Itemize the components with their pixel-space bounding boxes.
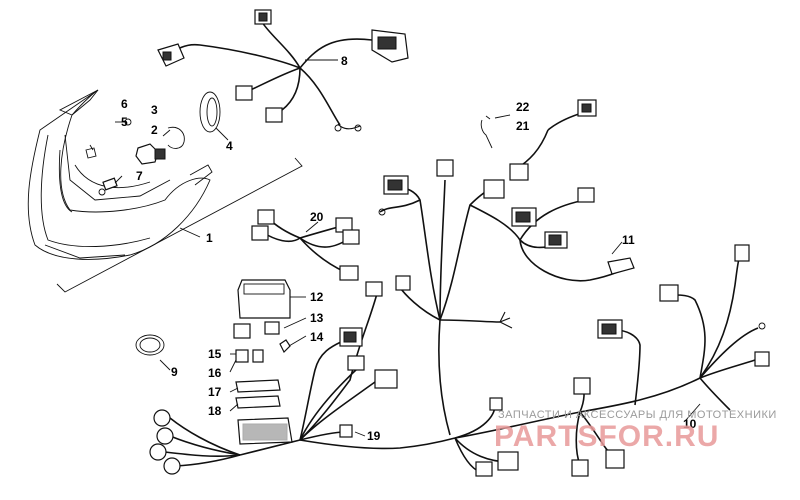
callout-1: 1 — [206, 231, 213, 245]
callout-6: 6 — [121, 97, 128, 111]
callout-17: 17 — [208, 385, 222, 399]
callout-20: 20 — [310, 210, 324, 224]
callout-22: 22 — [516, 100, 530, 114]
callout-16: 16 — [208, 366, 222, 380]
callout-13: 13 — [310, 311, 324, 325]
callout-12: 12 — [310, 290, 324, 304]
connector-21-22-group — [480, 99, 597, 181]
lower-left-harness — [149, 281, 456, 475]
callout-14: 14 — [310, 330, 324, 344]
callout-3: 3 — [151, 103, 158, 117]
callout-4: 4 — [226, 139, 233, 153]
callout-18: 18 — [208, 404, 222, 418]
callout-8: 8 — [341, 54, 348, 68]
callout-5: 5 — [121, 115, 128, 129]
watermark-caption: ЗАПЧАСТИ И АКСЕССУАРЫ ДЛЯ МОТОТЕХНИКИ — [498, 409, 777, 421]
headlight-harness — [157, 9, 409, 132]
callout-19: 19 — [367, 429, 381, 443]
headlight-assembly — [27, 89, 303, 293]
callout-10: 10 — [683, 417, 697, 431]
harness-10 — [454, 244, 770, 477]
watermark-brand: PARTSFOR.RU — [494, 420, 719, 453]
callout-labels: 1 2 3 4 5 6 7 8 9 10 11 12 13 14 15 16 1… — [121, 54, 697, 443]
callout-15: 15 — [208, 347, 222, 361]
harness-20 — [251, 209, 360, 281]
main-harness — [378, 159, 635, 436]
callout-11: 11 — [622, 233, 635, 247]
callout-2: 2 — [151, 123, 158, 137]
callout-9: 9 — [171, 365, 178, 379]
callout-21: 21 — [516, 119, 530, 133]
headlight-bulb-group — [85, 91, 229, 184]
watermark: ЗАПЧАСТИ И АКСЕССУАРЫ ДЛЯ МОТОТЕХНИКИ PA… — [494, 409, 777, 453]
callout-7: 7 — [136, 169, 143, 183]
fuse-relay-group — [135, 279, 307, 445]
